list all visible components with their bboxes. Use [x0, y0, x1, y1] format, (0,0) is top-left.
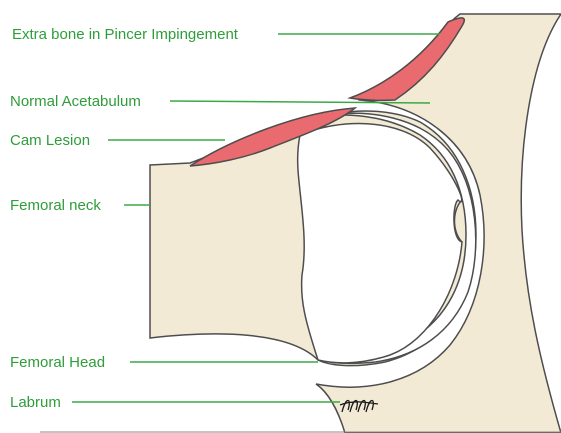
- label-femoral-neck: Femoral neck: [10, 197, 101, 214]
- label-normal-acetabulum: Normal Acetabulum: [10, 93, 141, 110]
- label-femoral-head: Femoral Head: [10, 354, 105, 371]
- label-extra-bone: Extra bone in Pincer Impingement: [12, 26, 239, 43]
- label-cam-lesion: Cam Lesion: [10, 132, 90, 149]
- label-labrum: Labrum: [10, 394, 61, 411]
